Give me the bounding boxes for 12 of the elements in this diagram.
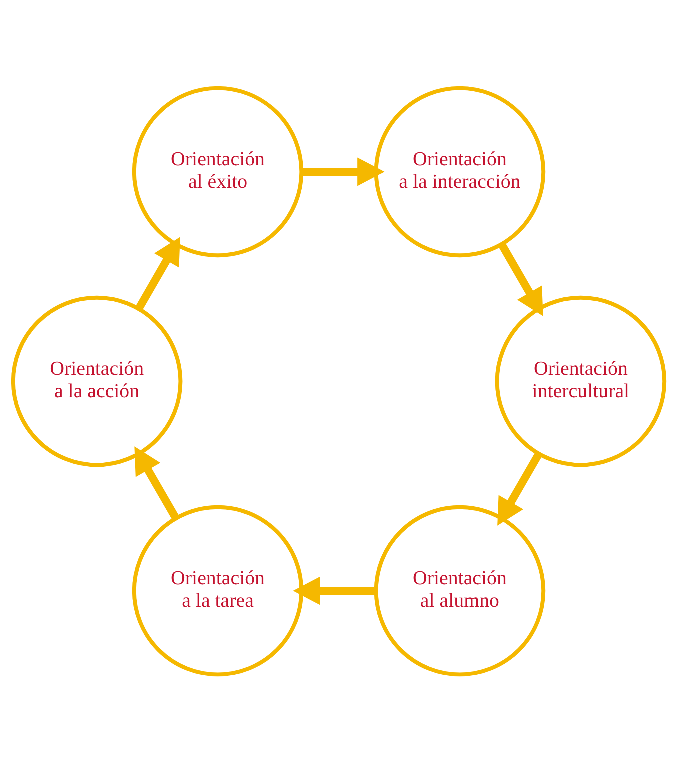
arrow (134, 446, 180, 520)
node-circle: Orientación al alumno (374, 504, 546, 676)
arrow (293, 576, 376, 605)
node-circle: Orientación a la acción (11, 295, 183, 467)
arrow (302, 157, 385, 186)
arrow (136, 236, 180, 310)
node-circle: Orientación intercultural (495, 295, 667, 467)
arrow (498, 452, 542, 526)
node-circle: Orientación al éxito (132, 86, 304, 258)
node-circle: Orientación a la tarea (132, 504, 304, 676)
node-circle: Orientación a la interacción (374, 86, 546, 258)
arrow (498, 242, 544, 316)
